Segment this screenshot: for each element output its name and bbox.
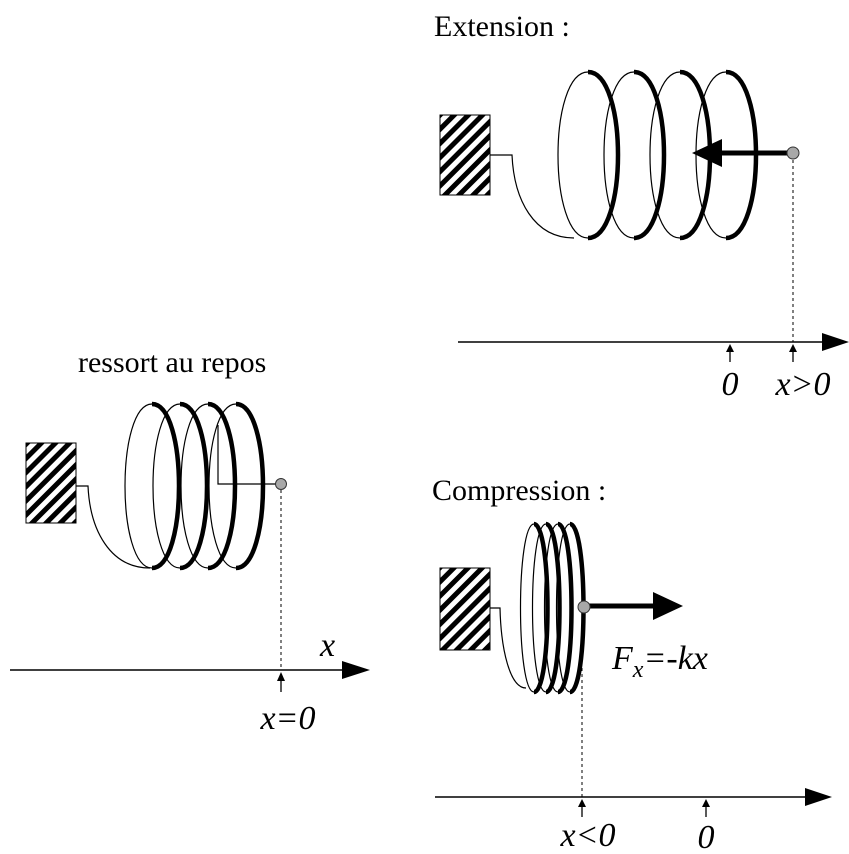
rest-mass-point	[275, 478, 287, 490]
force-subscript: x	[632, 657, 644, 683]
rest-spring	[76, 401, 280, 571]
compression-wall	[439, 567, 491, 651]
force-expression: =-kx	[643, 640, 707, 677]
compression-axis-arrow	[805, 788, 832, 806]
extension-marker-label: x>0	[774, 366, 830, 403]
rest-axis-label: x	[319, 627, 335, 664]
extension-mass-point	[786, 146, 800, 160]
extension-coil-1	[557, 69, 621, 241]
force-symbol: F	[611, 640, 634, 677]
rest-marker-arrowhead	[277, 672, 285, 681]
compression-spring	[490, 521, 586, 695]
rest-wall	[25, 442, 77, 524]
extension-marker-arrowhead	[789, 344, 797, 352]
extension-title: Extension :	[434, 10, 570, 43]
extension-origin-label: 0	[722, 366, 739, 403]
rest-coil-3	[180, 401, 238, 571]
rest-coil-2	[152, 401, 210, 571]
extension-wall	[439, 114, 491, 196]
compression-title: Compression :	[432, 474, 606, 507]
compression-force-label: Fx=-kx	[611, 640, 708, 683]
extension-coil-2	[603, 69, 667, 241]
rest-title: ressort au repos	[78, 346, 266, 379]
compression-marker-label: x<0	[559, 817, 615, 854]
compression-mass-point	[577, 600, 591, 614]
rest-coil-1	[124, 401, 182, 571]
extension-origin-arrowhead	[726, 344, 734, 352]
extension-axis-arrow	[822, 333, 849, 351]
compression-panel: Compression :	[432, 474, 832, 854]
extension-force-arrow	[692, 139, 787, 167]
rest-axis-arrow	[342, 661, 370, 679]
rest-panel: ressort au repos	[10, 346, 370, 737]
compression-marker-arrowhead	[578, 799, 586, 807]
rest-coil-4	[208, 401, 266, 571]
rest-marker-label: x=0	[259, 700, 315, 737]
compression-origin-label: 0	[698, 819, 715, 854]
compression-origin-arrowhead	[702, 799, 710, 807]
extension-panel: Extension :	[434, 10, 849, 403]
compression-coil-1	[519, 521, 550, 695]
compression-force-arrow	[588, 592, 683, 620]
